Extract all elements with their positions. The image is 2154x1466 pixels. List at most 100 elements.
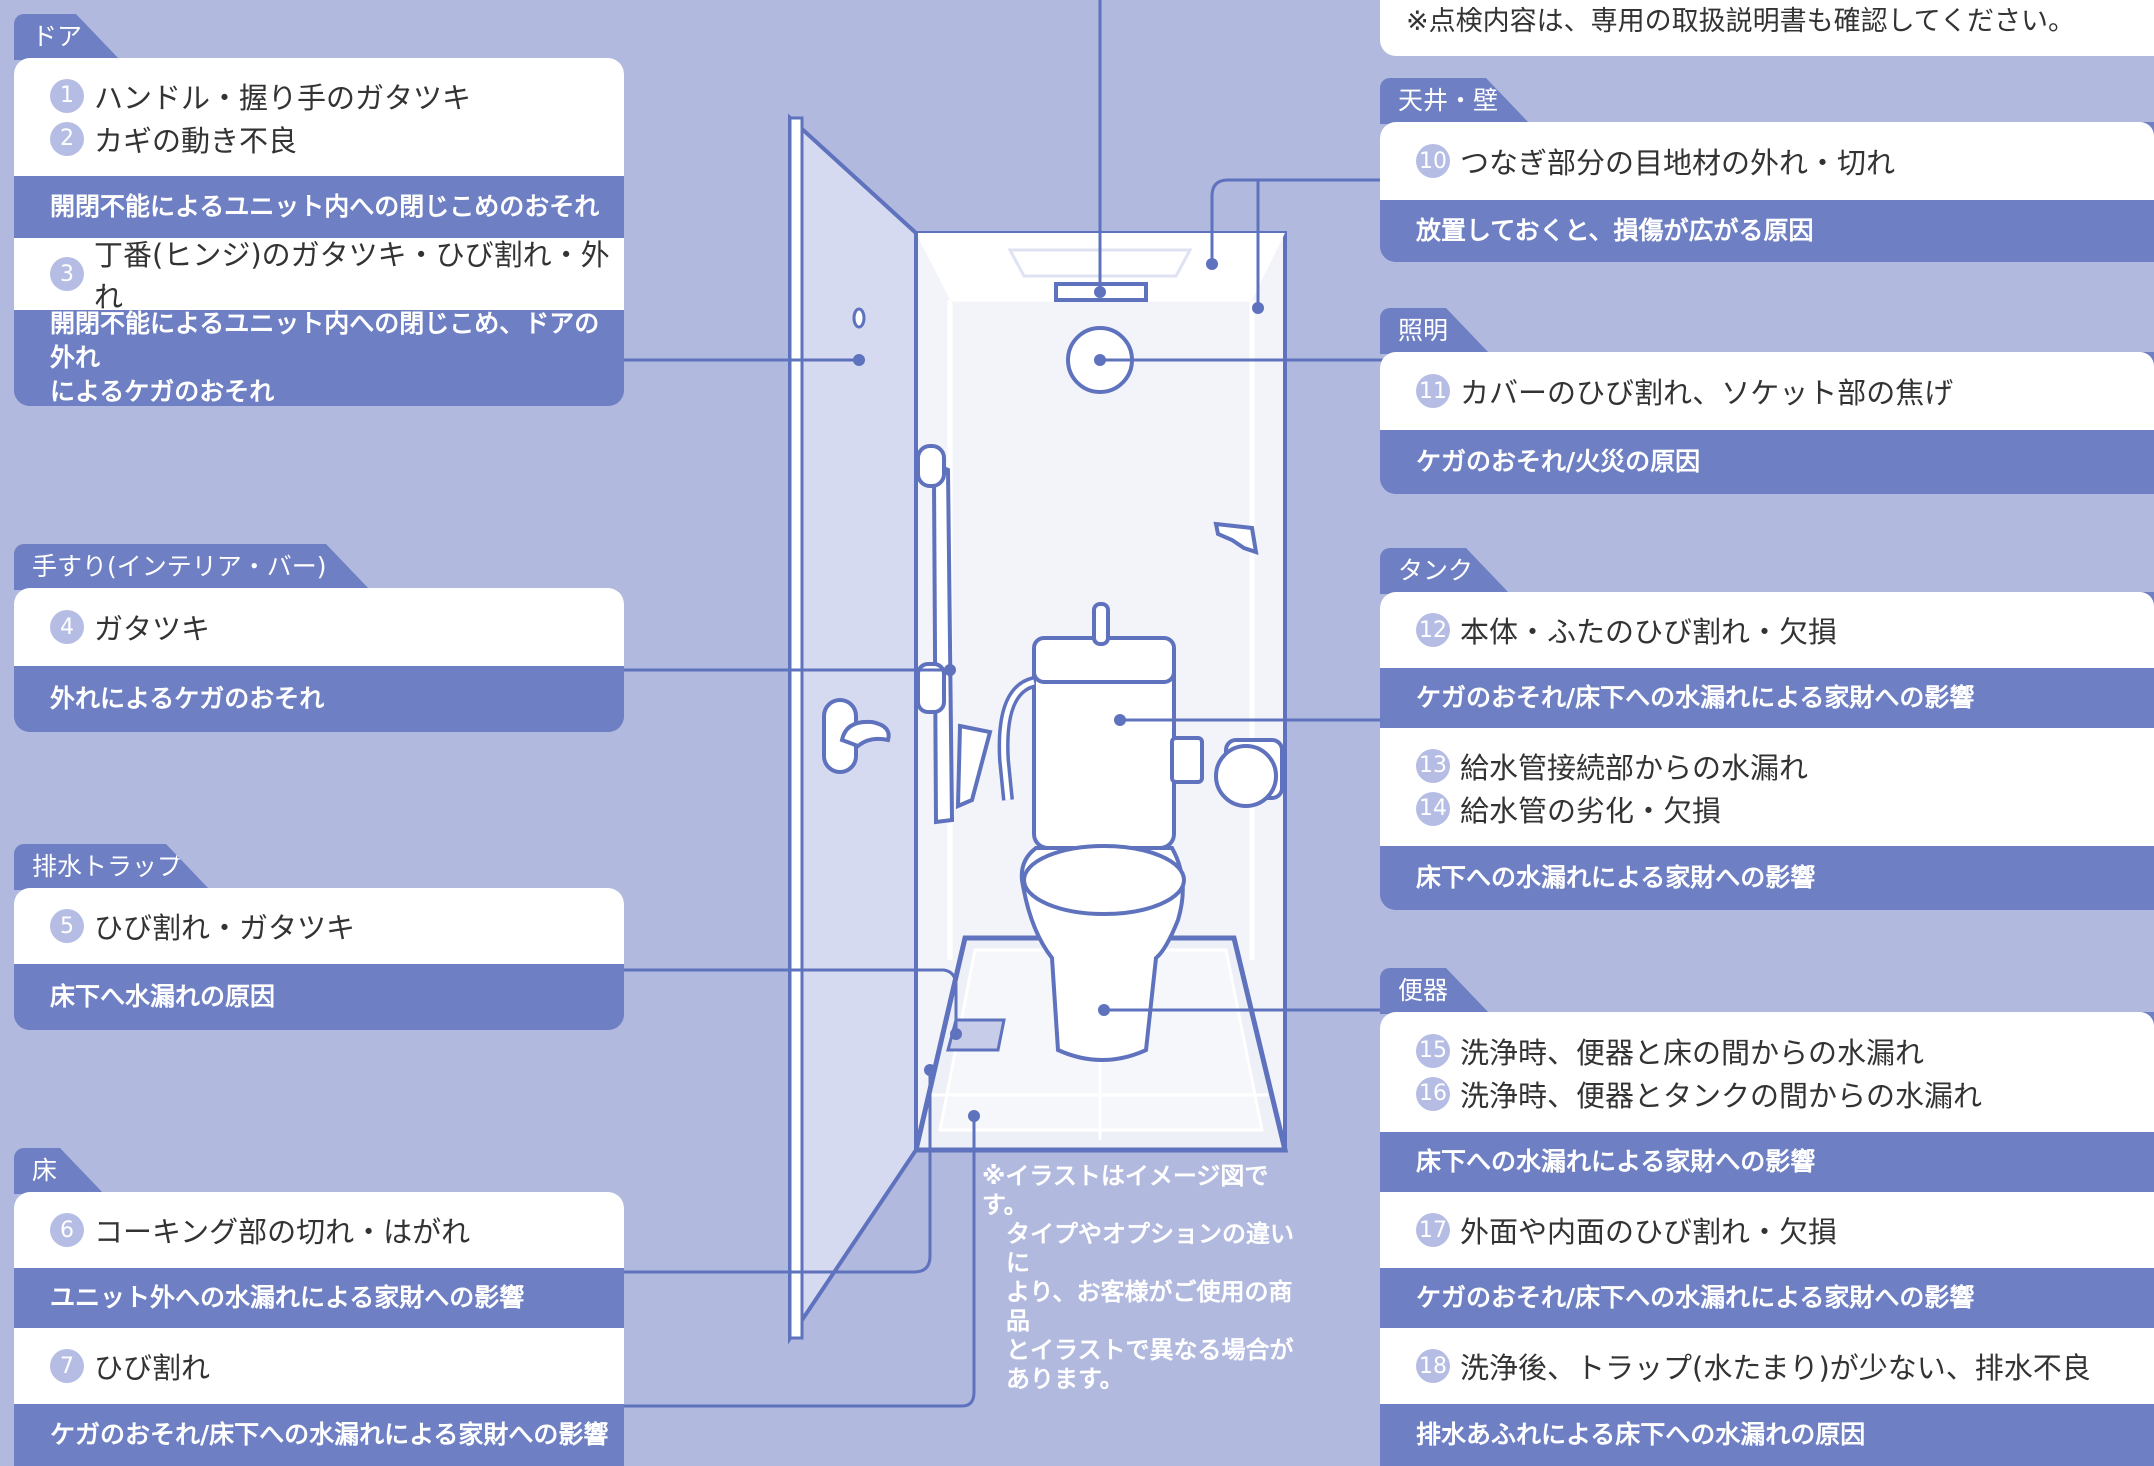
control-panel xyxy=(1170,736,1204,784)
issue-text: 給水管の劣化・欠損 xyxy=(1460,793,1722,828)
illustration-note: ※イラストはイメージ図です。 タイプやオプションの違いに より、お客様がご使用の… xyxy=(982,1162,1312,1394)
issue-text: 洗浄時、便器とタンクの間からの水漏れ xyxy=(1460,1078,1983,1113)
issue-number: 14 xyxy=(1416,791,1450,826)
issue-group: 12 本体・ふたのひび割れ・欠損 xyxy=(1380,592,2154,668)
issue-text: カギの動き不良 xyxy=(94,123,298,158)
issue-text: ガタツキ xyxy=(94,612,211,646)
issue-item: 18 洗浄後、トラップ(水たまり)が少ない、排水不良 xyxy=(1416,1345,2154,1388)
issue-text: 洗浄時、便器と床の間からの水漏れ xyxy=(1460,1035,1925,1070)
issue-text: ひび割れ・ガタツキ xyxy=(94,911,356,945)
issue-text: 給水管接続部からの水漏れ xyxy=(1460,750,1809,785)
illustration-note-line: とイラストで異なる場合が xyxy=(1006,1336,1294,1364)
panel-title: ドア xyxy=(14,14,120,60)
risk-text: 放置しておくと、損傷が広がる原因 xyxy=(1380,200,2154,262)
panel-title: 照明 xyxy=(1380,308,1490,354)
risk-text: ケガのおそれ/床下への水漏れによる家財への影響 xyxy=(14,1404,624,1466)
issue-item: 13 給水管接続部からの水漏れ xyxy=(1416,744,2154,787)
panel-title: 天井・壁 xyxy=(1380,78,1530,124)
leader-lines xyxy=(624,0,1384,1408)
toilet-seat xyxy=(1022,844,1186,916)
issue-text: カバーのひび割れ、ソケット部の焦げ xyxy=(1460,376,1954,410)
issue-text: 丁番(ヒンジ)のガタツキ・ひび割れ・外れ xyxy=(94,238,610,314)
issue-number: 10 xyxy=(1416,144,1450,178)
risk-line: 開閉不能によるユニット内への閉じこめ、ドアの外れ xyxy=(50,309,600,372)
issue-number: 4 xyxy=(50,610,84,644)
risk-text: 開閉不能によるユニット内への閉じこめ、ドアの外れ によるケガのおそれ xyxy=(14,309,624,406)
drain-trap xyxy=(946,1018,1006,1052)
issue-number: 12 xyxy=(1416,613,1450,647)
risk-text: ケガのおそれ/火災の原因 xyxy=(1380,430,2154,494)
risk-text: ケガのおそれ/床下への水漏れによる家財への影響 xyxy=(1380,1268,2154,1328)
illustration-note-line: より、お客様がご使用の商品 xyxy=(1006,1278,1293,1335)
issue-text: つなぎ部分の目地材の外れ・切れ xyxy=(1460,146,1896,180)
issue-group: 18 洗浄後、トラップ(水たまり)が少ない、排水不良 xyxy=(1380,1328,2154,1404)
issue-group: 10 つなぎ部分の目地材の外れ・切れ xyxy=(1380,122,2154,200)
panel-handrail: 手すり(インテリア・バー) 4 ガタツキ 外れによるケガのおそれ xyxy=(14,544,624,732)
issue-number: 3 xyxy=(50,257,84,291)
risk-line: によるケガのおそれ xyxy=(50,377,275,406)
door-lock xyxy=(852,307,866,329)
risk-text: ケガのおそれ/床下への水漏れによる家財への影響 xyxy=(1380,668,2154,728)
panel-ceiling-wall: 天井・壁 10 つなぎ部分の目地材の外れ・切れ 放置しておくと、損傷が広がる原因 xyxy=(1380,78,2154,262)
panel-title: 床 xyxy=(14,1148,104,1194)
panel-title: タンク xyxy=(1380,548,1510,594)
panel-title: 便器 xyxy=(1380,968,1490,1014)
issue-text: 洗浄後、トラップ(水たまり)が少ない、排水不良 xyxy=(1460,1351,2091,1385)
risk-text: 外れによるケガのおそれ xyxy=(14,666,624,732)
risk-text: ユニット外への水漏れによる家財への影響 xyxy=(14,1268,624,1328)
issue-number: 17 xyxy=(1416,1213,1450,1247)
issue-text: 外面や内面のひび割れ・欠損 xyxy=(1460,1215,1838,1249)
issue-group: 13 給水管接続部からの水漏れ 14 給水管の劣化・欠損 xyxy=(1380,728,2154,846)
illustration-note-line: ※イラストはイメージ図です。 xyxy=(982,1162,1269,1219)
issue-item: 16 洗浄時、便器とタンクの間からの水漏れ xyxy=(1416,1072,2154,1115)
inspection-note: ※点検内容は、専用の取扱説明書も確認してください。 xyxy=(1380,0,2154,56)
issue-text: ひび割れ xyxy=(94,1351,211,1385)
illustration-note-line: あります。 xyxy=(1006,1365,1124,1393)
panel-title: 手すり(インテリア・バー) xyxy=(14,544,370,590)
issue-item: 17 外面や内面のひび割れ・欠損 xyxy=(1416,1209,2154,1252)
issue-number: 18 xyxy=(1416,1349,1450,1383)
risk-text: 排水あふれによる床下への水漏れの原因 xyxy=(1380,1404,2154,1466)
panel-title: 排水トラップ xyxy=(14,844,210,890)
risk-text: 床下へ水漏れの原因 xyxy=(14,964,624,1030)
panel-body: 4 ガタツキ 外れによるケガのおそれ xyxy=(14,588,624,732)
coat-hook xyxy=(1213,521,1259,555)
issue-group: 17 外面や内面のひび割れ・欠損 xyxy=(1380,1192,2154,1268)
issue-text: コーキング部の切れ・はがれ xyxy=(94,1215,471,1249)
issue-item: 14 給水管の劣化・欠損 xyxy=(1416,787,2154,830)
panel-tank: タンク 12 本体・ふたのひび割れ・欠損 ケガのおそれ/床下への水漏れによる家財へ… xyxy=(1380,548,2154,910)
illustration-note-line: タイプやオプションの違いに xyxy=(1006,1220,1294,1277)
risk-text: 床下への水漏れによる家財への影響 xyxy=(1380,1132,2154,1192)
issue-number: 13 xyxy=(1416,748,1450,783)
risk-text: 開閉不能によるユニット内への閉じこめのおそれ xyxy=(14,176,624,238)
issue-group: 4 ガタツキ xyxy=(14,588,624,666)
issue-text: 本体・ふたのひび割れ・欠損 xyxy=(1460,615,1838,649)
issue-item: 3 丁番(ヒンジ)のガタツキ・ひび割れ・外れ xyxy=(50,238,624,314)
risk-text: 床下への水漏れによる家財への影響 xyxy=(1380,846,2154,910)
issue-text: ハンドル・握り手のガタツキ xyxy=(94,80,472,115)
issue-item: 4 ガタツキ xyxy=(50,606,624,649)
leader-dots xyxy=(853,258,1264,1122)
issue-number: 16 xyxy=(1416,1076,1450,1111)
panel-body: 10 つなぎ部分の目地材の外れ・切れ 放置しておくと、損傷が広がる原因 xyxy=(1380,122,2154,262)
